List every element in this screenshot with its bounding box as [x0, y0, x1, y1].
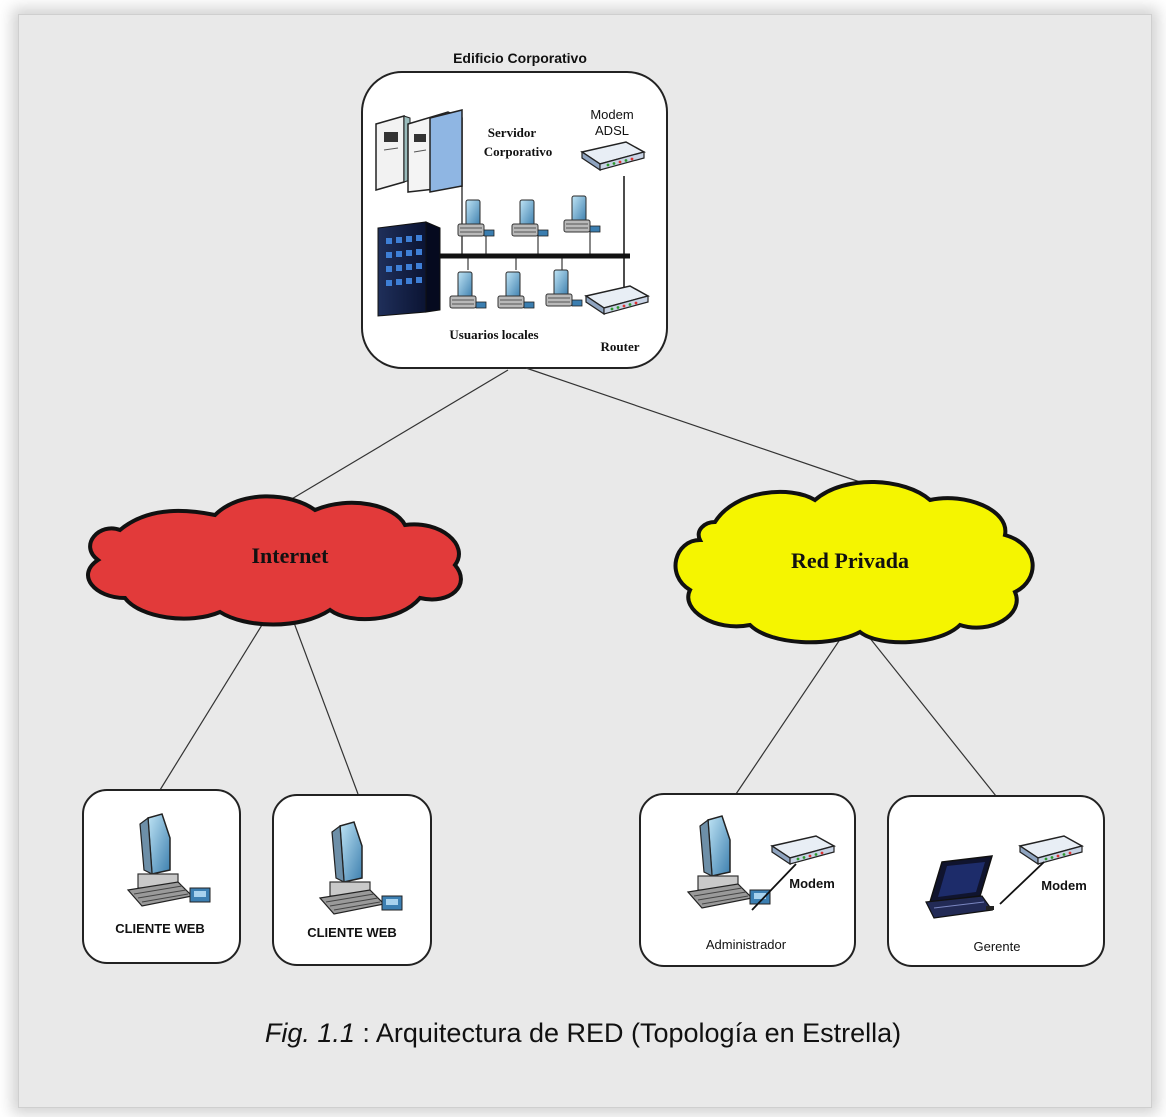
- figure-caption: Fig. 1.1 : Arquitectura de RED (Topologí…: [0, 1018, 1166, 1049]
- local-users-label: Usuarios locales: [449, 327, 538, 342]
- administrator-site: Modem Administrador: [639, 793, 856, 967]
- server-label-line2: Corporativo: [484, 144, 553, 159]
- figure-number: Fig. 1.1: [264, 1018, 355, 1048]
- corporate-building: Edificio Corporativo Servidor Corporativ…: [361, 50, 668, 369]
- modem-adsl-label-line2: ADSL: [595, 123, 629, 138]
- admin-modem-label: Modem: [789, 876, 835, 891]
- connection-lines: [159, 367, 997, 797]
- client-web-2-label: CLIENTE WEB: [307, 925, 397, 940]
- router-label: Router: [601, 339, 640, 354]
- server-icon: [375, 109, 463, 193]
- manager-label: Gerente: [974, 939, 1021, 954]
- internet-label: Internet: [252, 543, 330, 568]
- private-network-label: Red Privada: [791, 548, 909, 573]
- modem-adsl-label-line1: Modem: [590, 107, 633, 122]
- manager-site: Modem Gerente: [887, 795, 1105, 967]
- laptop-icon: [925, 855, 994, 919]
- office-building-icon: [377, 221, 441, 317]
- client-web-2: CLIENTE WEB: [272, 794, 432, 966]
- building-title: Edificio Corporativo: [453, 50, 587, 66]
- server-label-line1: Servidor: [488, 125, 537, 140]
- figure-caption-text: : Arquitectura de RED (Topología en Estr…: [354, 1018, 902, 1048]
- manager-modem-label: Modem: [1041, 878, 1087, 893]
- internet-cloud: Internet: [86, 494, 463, 627]
- client-web-1-label: CLIENTE WEB: [115, 921, 205, 936]
- admin-label: Administrador: [706, 937, 787, 952]
- private-network-cloud: Red Privada: [673, 480, 1035, 645]
- client-web-1: CLIENTE WEB: [82, 789, 241, 964]
